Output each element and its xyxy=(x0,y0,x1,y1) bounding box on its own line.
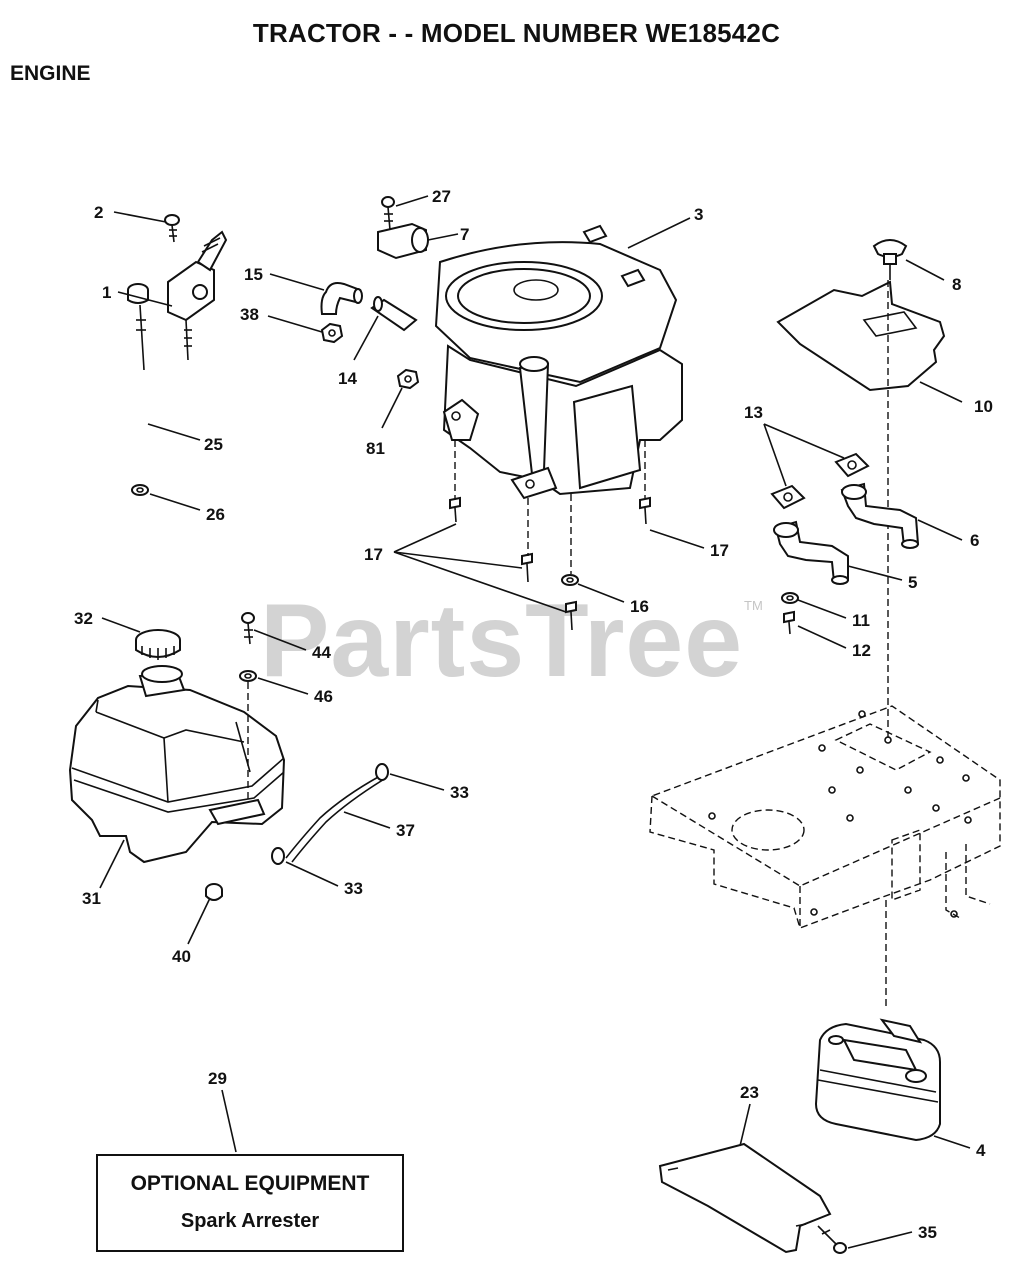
optional-equipment-title: OPTIONAL EQUIPMENT xyxy=(130,1172,370,1195)
callout-1: 1 xyxy=(102,283,111,302)
callout-17-right: 17 xyxy=(710,541,729,560)
screw-part[interactable] xyxy=(817,1225,847,1254)
bushing-part[interactable] xyxy=(205,883,223,901)
throttle-control-part[interactable] xyxy=(167,230,228,361)
bolt-part[interactable] xyxy=(639,496,651,525)
nut-part[interactable] xyxy=(396,368,420,390)
fuel-tank-part[interactable] xyxy=(68,665,286,864)
callout-3: 3 xyxy=(694,205,703,224)
frame-outline xyxy=(649,705,1001,929)
callout-38: 38 xyxy=(240,305,259,324)
callout-33-top: 33 xyxy=(450,783,469,802)
bolt-part[interactable] xyxy=(449,496,461,523)
callout-13: 13 xyxy=(744,403,763,422)
screw-part[interactable] xyxy=(164,214,180,243)
callout-12: 12 xyxy=(852,641,871,660)
callout-44: 44 xyxy=(312,643,331,662)
shield-plate-part[interactable] xyxy=(658,1142,832,1254)
elbow-fitting-part[interactable] xyxy=(320,282,363,315)
optional-equipment-box: OPTIONAL EQUIPMENT Spark Arrester xyxy=(96,1154,404,1252)
fuel-cap-part[interactable] xyxy=(135,629,181,660)
exhaust-pipe-part[interactable] xyxy=(840,482,920,549)
optional-equipment-item: Spark Arrester xyxy=(180,1210,320,1232)
gasket-part[interactable] xyxy=(770,484,806,510)
hose-clamp-part[interactable] xyxy=(375,763,389,781)
callout-15: 15 xyxy=(244,265,263,284)
washer-part[interactable] xyxy=(131,484,149,496)
callout-6: 6 xyxy=(970,531,979,550)
callout-14: 14 xyxy=(338,369,357,388)
hose-clamp-part[interactable] xyxy=(271,847,285,865)
washer-part[interactable] xyxy=(561,574,579,586)
gasket-part[interactable] xyxy=(834,452,870,478)
callout-7: 7 xyxy=(460,225,469,244)
callout-46: 46 xyxy=(314,687,333,706)
callout-32: 32 xyxy=(74,609,93,628)
washer-part[interactable] xyxy=(781,592,799,604)
bolt-part[interactable] xyxy=(565,600,577,631)
engine-part[interactable] xyxy=(434,224,683,500)
bolt-part[interactable] xyxy=(521,552,533,583)
page-title: TRACTOR - - MODEL NUMBER WE18542C xyxy=(252,18,781,48)
fuel-line-part[interactable] xyxy=(285,775,387,863)
callout-31: 31 xyxy=(82,889,101,908)
heat-shield-part[interactable] xyxy=(776,280,946,392)
callout-16: 16 xyxy=(630,597,649,616)
section-heading: ENGINE xyxy=(10,62,91,85)
watermark-text: PartsTree xyxy=(260,583,744,699)
leader-lines xyxy=(99,195,971,1249)
callout-29: 29 xyxy=(208,1069,227,1088)
knob-part[interactable] xyxy=(872,239,908,280)
screw-part[interactable] xyxy=(241,612,255,645)
watermark-trademark: TM xyxy=(744,598,763,613)
washer-part[interactable] xyxy=(239,670,257,682)
callout-40: 40 xyxy=(172,947,191,966)
callout-81: 81 xyxy=(366,439,385,458)
nut-part[interactable] xyxy=(320,322,344,344)
callout-5: 5 xyxy=(908,573,917,592)
cable-clamp-part[interactable] xyxy=(377,222,429,260)
callout-37: 37 xyxy=(396,821,415,840)
callout-33-bottom: 33 xyxy=(344,879,363,898)
callout-2: 2 xyxy=(94,203,103,222)
callout-10: 10 xyxy=(974,397,993,416)
callout-25: 25 xyxy=(204,435,223,454)
bolt-part[interactable] xyxy=(783,610,795,635)
muffler-part[interactable] xyxy=(814,1018,941,1142)
screw-part[interactable] xyxy=(381,196,395,231)
callout-23: 23 xyxy=(740,1083,759,1102)
callout-8: 8 xyxy=(952,275,961,294)
callout-27: 27 xyxy=(432,187,451,206)
fuel-pipe-part[interactable] xyxy=(370,296,418,332)
callout-11: 11 xyxy=(852,611,870,630)
callout-4: 4 xyxy=(976,1141,986,1160)
callout-35: 35 xyxy=(918,1223,937,1242)
callout-26: 26 xyxy=(206,505,225,524)
exhaust-pipe-part[interactable] xyxy=(773,520,849,585)
callout-17-left: 17 xyxy=(364,545,383,564)
